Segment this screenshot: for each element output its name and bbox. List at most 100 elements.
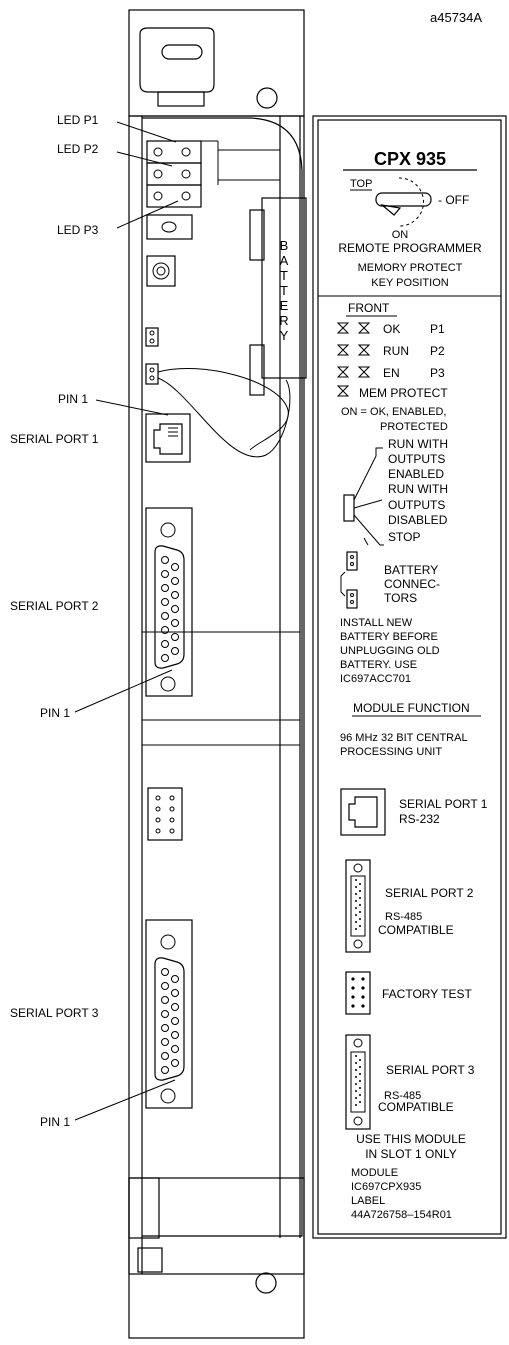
battery-letter: A (280, 253, 289, 268)
connector-pin (171, 1017, 179, 1025)
leader-pin1-sp2 (74, 669, 173, 713)
connector-pin (161, 1024, 169, 1032)
serial-port-3 (145, 919, 193, 1109)
pin-dot (359, 911, 361, 913)
factory-test-dot (361, 986, 365, 990)
pin-dot (359, 918, 361, 920)
connector-pin (171, 619, 179, 627)
connector-pin (171, 1031, 179, 1039)
led-p3 (146, 184, 202, 208)
switch-position-label: OUTPUTS (388, 452, 445, 466)
factory-test-pin (169, 795, 175, 801)
label-mem-protect: MEM PROTECT (359, 386, 448, 400)
label-sp3-standard: RS-485 (384, 1090, 421, 1102)
top-latch (139, 27, 215, 93)
top-latch-housing (128, 9, 305, 117)
connector-pin (171, 563, 179, 571)
callout-led-p3: LED P3 (57, 223, 99, 237)
bottom-latch-tab (128, 1177, 160, 1239)
label-on-legend-2: PROTECTED (380, 421, 448, 433)
switch-position-label: DISABLED (388, 513, 448, 527)
connector-pin (171, 1059, 179, 1067)
factory-test-pin (155, 828, 161, 834)
pin-dot (359, 1073, 361, 1075)
callout-pin1-sp3: PIN 1 (40, 1115, 70, 1129)
connector-pin (171, 633, 179, 641)
pin-dot (359, 1066, 361, 1068)
label-module-id-1: MODULE (351, 1167, 398, 1179)
pin-dot (359, 897, 361, 899)
label-sp2-compat: COMPATIBLE (378, 923, 454, 937)
serial-port-2 (145, 507, 193, 697)
connector-pin (161, 640, 169, 648)
led-legend-name: RUN (383, 344, 409, 358)
label-module-function-2: PROCESSING UNIT (340, 746, 442, 758)
led-legend-position: P3 (430, 366, 445, 380)
factory-test-dot (351, 995, 355, 999)
label-sp2-name: SERIAL PORT 2 (385, 886, 474, 900)
label-top: TOP (350, 178, 372, 190)
label-install-note-5: IC697ACC701 (340, 673, 411, 685)
callout-pin1-sp2: PIN 1 (40, 706, 70, 720)
label-sp3-compat: COMPATIBLE (378, 1100, 454, 1114)
callout-led-p2: LED P2 (57, 142, 99, 156)
serial-port-3-plate (145, 919, 193, 1109)
led-block (146, 140, 280, 287)
connector-pin (171, 1003, 179, 1011)
pin-dot (355, 1090, 357, 1092)
callout-serial-port-1: SERIAL PORT 1 (10, 432, 99, 446)
battery: BATTERY (249, 197, 307, 396)
bottom-latch-button (137, 1247, 163, 1273)
leader-led-p3 (116, 200, 179, 229)
battery-connector-2 (145, 363, 159, 385)
led-legend-name: EN (383, 366, 400, 380)
latch-base (157, 91, 205, 107)
battery-letter: T (280, 283, 288, 298)
bottom-screw (255, 1272, 277, 1294)
label-on-legend-1: ON = OK, ENABLED, (341, 406, 446, 418)
label-install-note-3: UNPLUGGING OLD (340, 645, 440, 657)
pin-dot (359, 1080, 361, 1082)
factory-test-dot (361, 1004, 365, 1008)
factory-test-icon (345, 971, 371, 1015)
label-front: FRONT (348, 301, 390, 315)
connector-pin (161, 1066, 169, 1074)
connector-pin (161, 1038, 169, 1046)
module-label-panel: CPX 935 TOP - OFF ON REMOTE PROGRAMMER M… (312, 115, 507, 1239)
label-sp1-name: SERIAL PORT 1 (399, 797, 488, 811)
label-install-note-2: BATTERY BEFORE (340, 631, 438, 643)
factory-test-pin (169, 806, 175, 812)
pin-dot (355, 1062, 357, 1064)
pin-dot (359, 1059, 361, 1061)
label-module-function-heading: MODULE FUNCTION (353, 701, 470, 715)
connector-pin (161, 968, 169, 976)
pin-dot (359, 1101, 361, 1103)
label-panel-frame (312, 115, 507, 1239)
factory-test-pin (169, 828, 175, 834)
connector-pin (171, 989, 179, 997)
factory-test-dot (351, 977, 355, 981)
leader-led-p1 (116, 121, 177, 143)
led-symbol-icon (336, 366, 350, 378)
label-on: ON (392, 229, 409, 241)
connector-pin (171, 591, 179, 599)
keyswitch-housing (146, 214, 193, 240)
label-title: CPX 935 (374, 149, 446, 169)
factory-test-pin (169, 817, 175, 823)
led-p1 (146, 140, 202, 164)
leader-led-p2 (116, 151, 173, 167)
serial-port-2-plate (145, 507, 193, 697)
pin-dot (359, 890, 361, 892)
label-module-id-3: LABEL (351, 1195, 385, 1207)
pin-dot (355, 1076, 357, 1078)
pin-dot (355, 1104, 357, 1106)
pin-dot (355, 914, 357, 916)
battery-cable (157, 368, 289, 451)
factory-test-pin (155, 817, 161, 823)
top-screw (256, 87, 278, 109)
pin-dot (355, 879, 357, 881)
label-memory-protect: MEMORY PROTECT (358, 262, 463, 274)
factory-test-port (147, 787, 183, 841)
label-slot-note-1: USE THIS MODULE (356, 1132, 466, 1146)
pin-dot (355, 928, 357, 930)
